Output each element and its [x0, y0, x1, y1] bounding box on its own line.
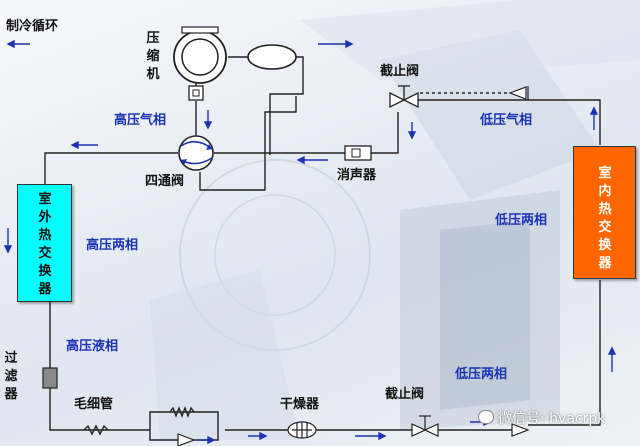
indoor-hx-label: 室内热交换器 [598, 166, 612, 271]
bottom-stop-valve-label: 截止阀 [385, 387, 425, 402]
outdoor-hx-label: 室外热交换器 [38, 192, 52, 297]
legend-arrow-icon [6, 39, 30, 49]
valve-bottom-loop-pipe [199, 96, 297, 191]
lp-two-phase-right-label: 低压两相 [495, 213, 548, 228]
loop-check-valve-icon [177, 433, 196, 446]
top-stop-valve-icon [389, 85, 419, 109]
accumulator-pipe [269, 56, 304, 155]
indoor-to-bottom-pipe [528, 280, 601, 426]
accumulator-icon [247, 44, 297, 70]
bottom-mid-arrow-icon [248, 431, 268, 441]
discharge-arrow-icon [203, 110, 213, 130]
capillary-coil [169, 406, 195, 418]
indoor-up-arrow-icon [589, 106, 599, 130]
watermark-text: 微信号: hvacrpk [498, 411, 606, 427]
bottom-right-arrow-icon [355, 431, 387, 441]
hp-liquid-label: 高压液相 [66, 339, 119, 354]
hp-gas-label: 高压气相 [114, 113, 167, 128]
diagram-title: 制冷循环 [6, 19, 59, 34]
outdoor-heat-exchanger: 室外热交换器 [17, 184, 72, 302]
discharge-connector-icon [188, 85, 204, 101]
muffler-to-stop-valve-pipe [371, 112, 399, 154]
wechat-icon [478, 410, 494, 424]
capillary-label: 毛细管 [74, 397, 114, 412]
filter-icon [42, 367, 58, 389]
lp-gas-label: 低压气相 [480, 113, 533, 128]
loop-arrow-icon [198, 435, 216, 445]
four-way-valve-icon [178, 135, 214, 171]
indoor-bottom-up-arrow-icon [607, 346, 617, 372]
capillary-loop [149, 411, 219, 441]
dryer-label: 干燥器 [280, 397, 320, 412]
lp-two-phase-bottom-label: 低压两相 [455, 367, 508, 382]
top-check-valve-icon [508, 86, 529, 100]
stop-valve-down-arrow-icon [407, 122, 417, 140]
four-way-valve-label: 四通阀 [145, 174, 185, 189]
top-stop-valve-label: 截止阀 [380, 64, 420, 79]
compressor-icon [173, 26, 227, 84]
muffler-label: 消声器 [337, 168, 377, 183]
capillary-tube [83, 424, 109, 436]
compressor-label: 压缩机 [146, 31, 160, 82]
dryer-icon [287, 421, 317, 439]
watermark: 微信号: hvacrpk [478, 410, 605, 427]
indoor-heat-exchanger: 室内热交换器 [573, 146, 636, 279]
valve-right-arrow-icon [296, 155, 328, 165]
bottom-stop-valve-icon [411, 415, 439, 437]
outdoor-down-arrow-icon [3, 228, 13, 254]
muffler-icon [344, 145, 372, 161]
valve-left-arrow-icon [70, 140, 98, 150]
top-pipe-arrow-icon [318, 39, 354, 49]
filter-label: 过滤器 [4, 351, 18, 402]
hp-two-phase-label: 高压两相 [86, 238, 139, 253]
